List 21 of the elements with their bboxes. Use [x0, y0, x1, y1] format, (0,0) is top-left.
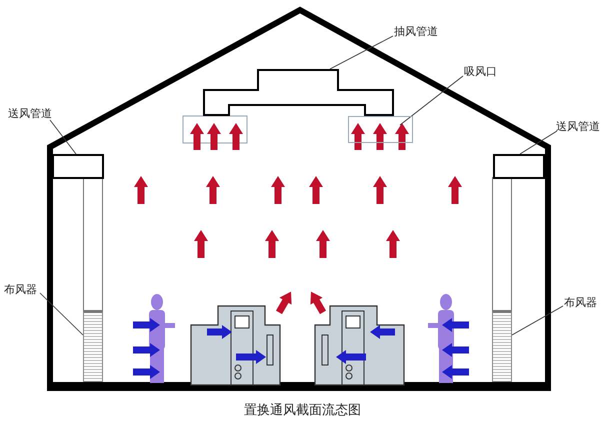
- riser-pipe: [83, 176, 103, 312]
- supply-duct: [52, 154, 104, 179]
- air-diffuser: [492, 310, 512, 382]
- part-label: 抽风管道: [394, 25, 438, 38]
- part-label: 送风管道: [556, 120, 600, 133]
- leader-line: [520, 130, 558, 154]
- leader-line: [400, 76, 464, 126]
- riser-pipe: [492, 176, 512, 312]
- leader-line: [40, 292, 84, 336]
- part-label: 吸风口: [464, 65, 497, 78]
- caption: 置换通风截面流态图: [244, 404, 361, 417]
- air-inlet-grille: [348, 116, 413, 143]
- part-label: 送风管道: [8, 107, 52, 120]
- leader-line: [50, 120, 76, 154]
- leader-line: [330, 36, 394, 70]
- air-diffuser: [83, 310, 103, 382]
- exhaust-duct: [203, 69, 394, 116]
- leader-line: [512, 306, 564, 336]
- part-label: 布风器: [4, 283, 37, 296]
- part-label: 布风器: [564, 296, 597, 309]
- supply-duct: [493, 154, 545, 179]
